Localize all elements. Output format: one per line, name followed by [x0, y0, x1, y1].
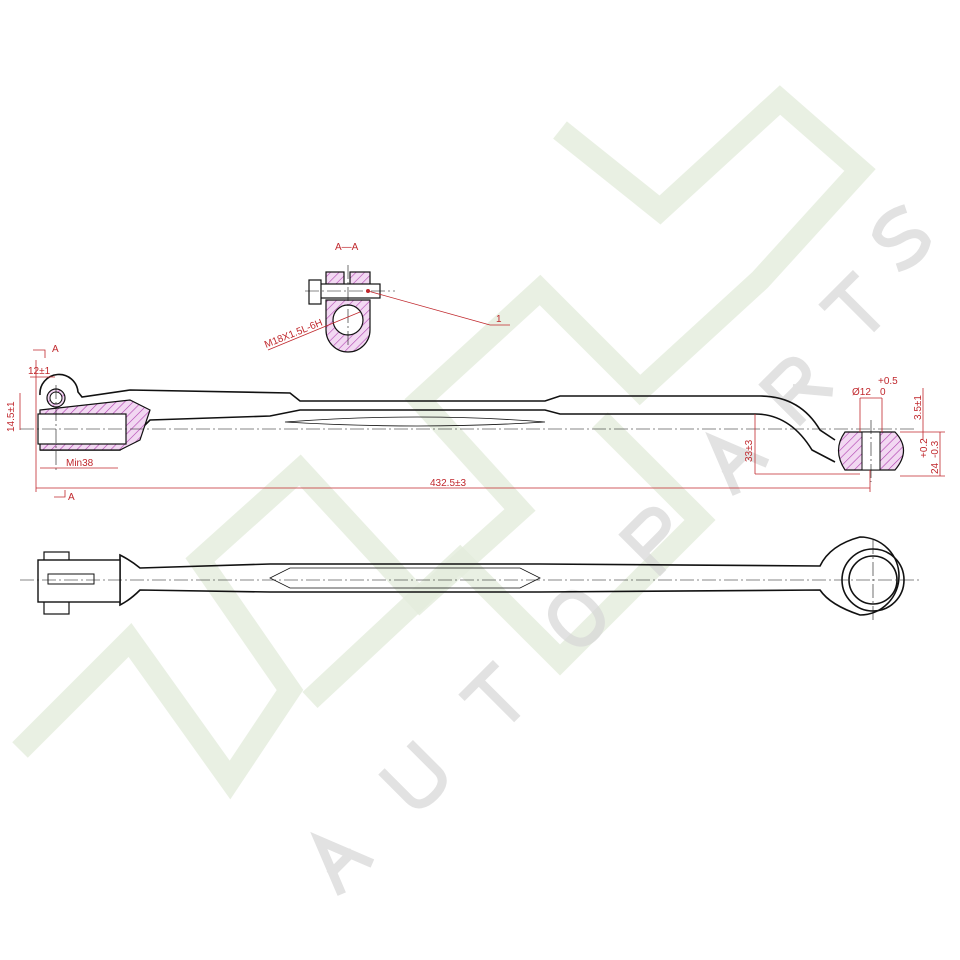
dim-overall-length: 432.5±3	[430, 478, 467, 489]
watermark-lettering	[310, 204, 931, 896]
dim-step: 3.5±1	[913, 395, 924, 420]
watermark-letter-s	[871, 204, 931, 273]
top-view	[20, 536, 920, 620]
watermark-letter-o	[548, 589, 605, 647]
section-view-a-a: A—A 1 M18X1.5L-6H	[263, 242, 510, 353]
thread-spec: M18X1.5L-6H	[263, 317, 324, 350]
callout-number: 1	[496, 314, 502, 325]
dim-bore-diameter: Ø12 +0.5 0	[852, 376, 898, 398]
dim-end-width: 24 +0.2 -0.3	[919, 438, 941, 474]
dim-eye-height: 14.5±1	[6, 401, 17, 432]
svg-text:Ø12: Ø12	[852, 387, 871, 398]
watermark-letter-t2	[818, 269, 881, 333]
watermark-letter-t	[458, 659, 521, 723]
side-view	[20, 373, 915, 482]
watermark-letter-u	[378, 739, 447, 809]
section-mark-top: A	[52, 344, 59, 355]
svg-text:+0.2: +0.2	[919, 438, 930, 458]
svg-text:0: 0	[880, 387, 886, 398]
watermark-letter-p	[618, 506, 671, 577]
svg-text:-0.3: -0.3	[930, 440, 941, 458]
watermark-letter-r	[758, 356, 834, 427]
dim-thread-depth: Min38	[66, 458, 94, 469]
section-title: A—A	[335, 242, 359, 253]
section-mark-bottom: A	[68, 492, 75, 503]
dim-eye-offset: 12±1	[28, 366, 51, 377]
svg-text:+0.5: +0.5	[878, 376, 898, 387]
dimensions: A A 12±1 14.5±1 Min38 432.5±3 33±3 Ø12 +…	[6, 344, 945, 503]
watermark-letter-a2	[705, 431, 770, 496]
svg-text:24: 24	[930, 462, 941, 474]
watermark-letter-a	[310, 831, 375, 896]
dim-end-offset: 33±3	[744, 439, 755, 462]
watermark-logo	[12, 85, 931, 896]
